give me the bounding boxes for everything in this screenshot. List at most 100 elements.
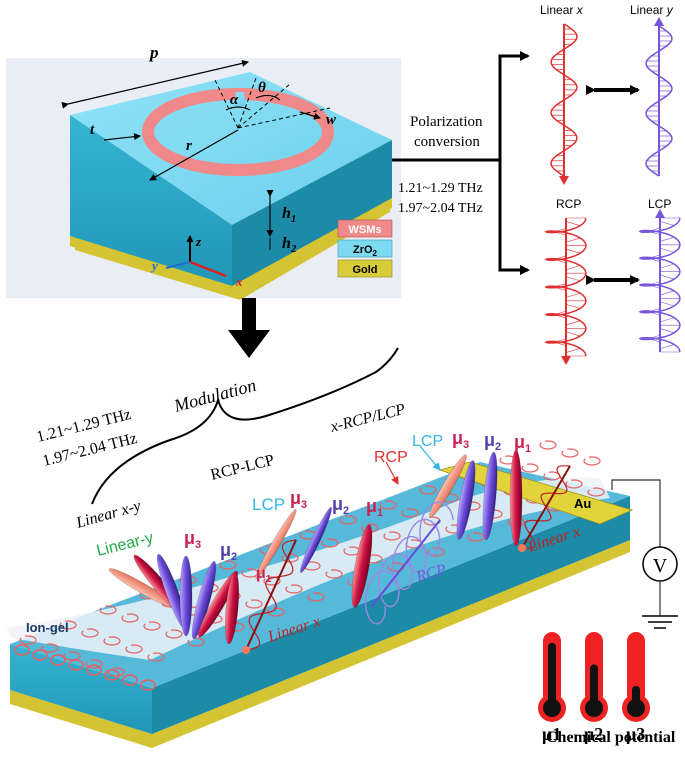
- rcp-wave: [544, 217, 587, 365]
- ring-unit: [587, 487, 605, 497]
- rcp-hatch: [565, 248, 581, 254]
- voltmeter-label: V: [653, 555, 668, 577]
- ring-unit: [125, 644, 143, 654]
- x-axis: [189, 260, 227, 278]
- rcp-hatch: [565, 237, 581, 243]
- mu2-label-2: μ2: [332, 494, 349, 517]
- radius-arrow: [149, 129, 239, 181]
- ly-curve: [645, 25, 673, 177]
- rcp-hatch: [565, 331, 581, 337]
- lx-head: [559, 176, 569, 185]
- ring-unit: [165, 629, 183, 639]
- conversion-freq-1: 1.21~1.29 THz: [398, 181, 483, 196]
- ellipsoid-mu2: [179, 555, 193, 637]
- label-alpha: α: [230, 92, 239, 108]
- conversion-label-2: conversion: [414, 134, 480, 150]
- device-linear-x-2-axis: [521, 465, 571, 549]
- label-p: p: [148, 43, 159, 62]
- ring-front: [32, 649, 48, 661]
- ellipsoid-mu2: [482, 451, 498, 541]
- thermometer-label: μ3: [626, 724, 645, 744]
- label-h2: h2: [282, 235, 297, 255]
- mu1-label-2: μ1: [366, 496, 383, 519]
- rcp-wave-label: RCP: [556, 197, 581, 211]
- lcp-hatch: [659, 290, 675, 296]
- conversion-freq-2: 1.97~2.04 THz: [398, 201, 483, 216]
- group-rcp-lcp: RCP-LCP: [209, 452, 276, 484]
- lcp-wave-label: LCP: [648, 197, 671, 211]
- modulation-brace: [91, 347, 399, 505]
- lcp-wave: [638, 209, 681, 353]
- ring-unit: [379, 500, 397, 510]
- thermometer-bulb-core: [585, 699, 603, 717]
- linear-y-wave: [645, 17, 673, 177]
- label-w: w: [326, 112, 337, 128]
- lcp-hatch: [659, 274, 675, 280]
- group-linear-xy: Linear x-y: [73, 497, 143, 532]
- ring-unit: [219, 560, 237, 570]
- ellipsoid-mu2: [300, 507, 332, 573]
- ring-unit: [81, 628, 99, 638]
- ring-front: [14, 644, 30, 656]
- legend-zro2-label: ZrO2: [353, 244, 378, 258]
- ring-unit: [419, 485, 437, 495]
- ellipsoid-mu3: [255, 509, 297, 579]
- ellipsoid-mu1: [509, 449, 523, 547]
- thermometer-label: μ1: [542, 724, 561, 744]
- rcp-head: [561, 356, 571, 365]
- ring-unit: [245, 599, 263, 609]
- device-rcp-helix: [364, 501, 454, 625]
- ring-unit: [285, 584, 303, 594]
- period-dimension: [61, 59, 249, 109]
- ring-unit: [19, 635, 37, 645]
- label-r: r: [186, 138, 192, 154]
- rcp-hatch: [565, 276, 581, 282]
- ring-unit: [147, 652, 165, 662]
- rcp-hatch: [565, 348, 581, 353]
- rcp-hatch: [565, 303, 581, 309]
- legend-gold-label: Gold: [352, 264, 377, 276]
- ellipsoid-mu1: [351, 524, 373, 608]
- ring-unit: [63, 651, 81, 661]
- rcp-pointer: [385, 461, 399, 485]
- ring-unit: [187, 637, 205, 647]
- ring-unit: [99, 605, 117, 615]
- ring-unit: [539, 440, 557, 450]
- lcp-pointer: [419, 445, 441, 471]
- thermometer-bulb-core: [543, 699, 561, 717]
- rcp-curve: [544, 217, 587, 357]
- w-arrow: [299, 111, 321, 120]
- rcp-hatch: [565, 292, 581, 298]
- group-x-rcp-lcp: x-RCP/LCP: [328, 401, 407, 436]
- lcp-head: [655, 209, 665, 218]
- lcp-curve: [638, 217, 681, 353]
- lx-curve: [550, 23, 578, 177]
- mu1-label-3: μ1: [514, 432, 531, 455]
- ring-unit: [339, 515, 357, 525]
- mu2-label-3: μ2: [484, 430, 501, 453]
- linear-y-wave-label: Linear y: [630, 3, 674, 17]
- thermometer-level: [548, 642, 556, 704]
- ring-unit: [467, 532, 485, 542]
- label-t: t: [90, 122, 95, 138]
- legend-zro2-swatch: [337, 239, 393, 258]
- ring-unit: [263, 576, 281, 586]
- material-legend: WSMs ZrO2 Gold: [337, 219, 393, 278]
- ion-gel-label: Ion-gel: [26, 620, 69, 635]
- theta-line-1: [237, 77, 257, 129]
- linear-y-label: Linear-y: [95, 529, 155, 559]
- ring-unit: [321, 538, 339, 548]
- ring-front: [86, 664, 102, 676]
- lcp-hatch: [659, 301, 675, 307]
- label-y: y: [150, 258, 158, 273]
- ring-unit: [427, 547, 445, 557]
- rcp-hatch: [565, 265, 581, 271]
- substrate-side: [232, 140, 392, 286]
- legend-wsm-swatch: [337, 219, 393, 238]
- lcp-top-label: LCP: [412, 433, 443, 450]
- upper-branch-arrow: [498, 51, 530, 160]
- device-linear-x-1-axis: [245, 539, 297, 651]
- ring-unit: [85, 659, 103, 669]
